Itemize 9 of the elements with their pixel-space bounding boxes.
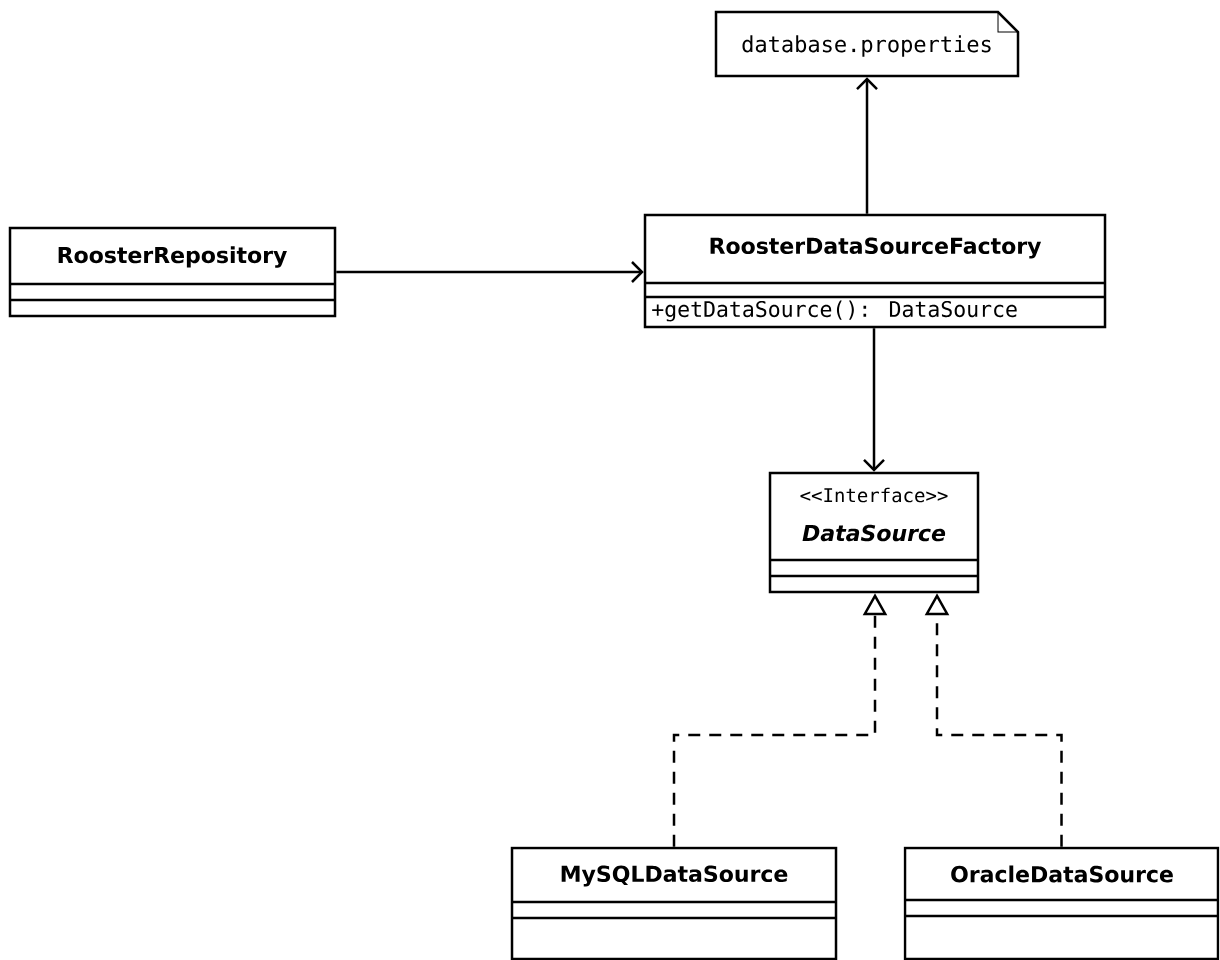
note-box: database.properties xyxy=(714,10,1020,78)
class-box: MySQLDataSource xyxy=(510,846,838,960)
class-box: RoosterRepository xyxy=(8,226,337,318)
arrow xyxy=(856,77,878,214)
arrow xyxy=(863,328,885,472)
arrow xyxy=(336,261,644,283)
class-box: <<Interface>> DataSource xyxy=(768,471,980,594)
class-box: OracleDataSource xyxy=(903,846,1220,960)
class-box: RoosterDataSourceFactory +getDataSource(): DataSource xyxy=(643,213,1107,329)
